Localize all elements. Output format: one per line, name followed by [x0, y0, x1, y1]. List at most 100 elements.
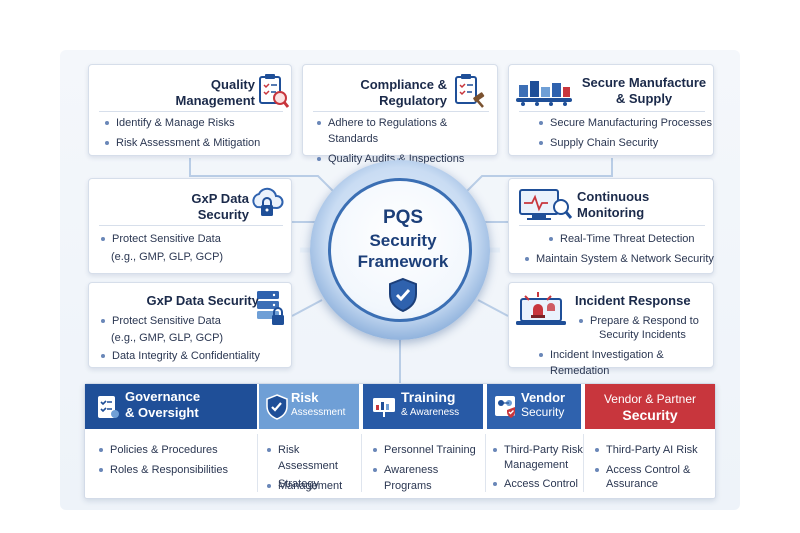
bullet-list: Risk Assessment Management	[267, 442, 359, 494]
pillar-vendor-security: Vendor Security Third-Party Risk Managem…	[487, 384, 583, 500]
divider	[519, 225, 705, 226]
title-line-1: Training	[401, 389, 456, 405]
detail-text: (e.g., GMP, GLP, GCP)	[111, 251, 224, 263]
hub-title-line-3: Framework	[357, 252, 449, 271]
pillar-title: Governance & Oversight	[125, 389, 200, 421]
title-line-2: Security	[622, 406, 678, 423]
divider	[99, 225, 283, 226]
list-item-text: Access Control &	[606, 464, 691, 476]
list-item-text: Third-Party Risk	[504, 444, 583, 456]
divider	[519, 111, 705, 112]
pillar-title: Vendor & Partner Security	[604, 391, 696, 423]
pillar-header: Risk Assessment	[259, 384, 359, 429]
divider	[99, 111, 283, 112]
card-continuous-monitoring: Continuous Monitoring Real-Time Threat D…	[508, 178, 714, 274]
bullet-list: Secure Manufacturing Processes Supply Ch…	[539, 115, 715, 155]
pillar-header: Vendor Security	[487, 384, 581, 429]
column-divider	[361, 434, 362, 492]
list-item: Protect Sensitive Data	[101, 313, 291, 329]
hub-inner-circle: PQS Security Framework	[328, 178, 472, 322]
list-item: Identify & Manage Risks	[105, 115, 289, 131]
bullet-list: Protect Sensitive Data	[101, 313, 291, 333]
list-item: Third-Party Risk	[493, 442, 583, 458]
card-title: Quality Management	[145, 77, 255, 109]
title-line-1: Compliance &	[360, 77, 447, 92]
title-line-2: Security	[521, 405, 565, 419]
pillar-risk-assessment: Risk Assessment Risk Assessment Manageme…	[259, 384, 359, 500]
card-title: GxP Data Security	[146, 293, 259, 308]
card-title: Compliance & Regulatory	[343, 77, 447, 109]
list-item: Incident Investigation & Remedation	[539, 347, 715, 379]
card-secure-manufacture: Secure Manufacture & Supply Secure Manuf…	[508, 64, 714, 156]
list-item: Risk Assessment & Mitigation	[105, 135, 289, 151]
bullet-list: Third-Party AI Risk Access Control &	[595, 442, 715, 478]
detail-text: Security Incidents	[599, 329, 686, 341]
list-item: Secure Manufacturing Processes	[539, 115, 715, 131]
title-line-1: Vendor & Partner	[603, 391, 697, 406]
bullet-list: Prepare & Respond to	[579, 313, 715, 333]
list-item: Protect Sensitive Data	[101, 231, 285, 247]
title-line-2: & Awareness	[401, 407, 460, 418]
card-title: GxP Data Security	[149, 191, 249, 223]
server-lock-icon	[257, 291, 284, 325]
title-line-2: Regulatory	[379, 93, 447, 108]
detail-text: (e.g., GMP, GLP, GCP)	[111, 332, 224, 344]
pqs-security-framework-hub: PQS Security Framework	[310, 160, 490, 340]
pillar-training-awareness: Training & Awareness Personnel Training …	[363, 384, 483, 500]
list-item: Data Integrity & Confidentiality	[101, 348, 291, 364]
list-item-text: Management	[278, 480, 343, 492]
title-line-1: Governance	[125, 389, 201, 404]
list-item: Adhere to Regulations & Standards	[317, 115, 497, 147]
card-gxp-data-security-1: GxP Data Security Protect Sensitive Data…	[88, 178, 292, 274]
list-item: Policies & Procedures	[99, 442, 255, 458]
list-item: Supply Chain Security	[539, 135, 715, 151]
list-item: Awareness Programs	[373, 462, 483, 494]
bullet-list: Real-Time Threat Detection Maintain Syst…	[525, 231, 715, 271]
pillar-title: Risk Assessment	[291, 390, 345, 420]
card-title: Secure Manufacture & Supply	[579, 75, 709, 107]
list-item: Maintain System & Network Security	[525, 251, 715, 267]
list-item: Prepare & Respond to	[579, 313, 715, 329]
shield-check-icon	[266, 394, 288, 420]
bullet-list: Personnel Training Awareness Programs	[373, 442, 483, 498]
card-gxp-data-security-2: GxP Data Security Protect Sensitive Data…	[88, 282, 292, 368]
detail-text: Management	[504, 459, 569, 471]
card-title: Incident Response	[575, 293, 691, 308]
clipboard-magnifier-icon	[259, 74, 289, 108]
bullet-list: Third-Party Risk	[493, 442, 583, 458]
divider	[313, 111, 489, 112]
card-incident-response: Incident Response Prepare & Respond to S…	[508, 282, 715, 377]
title-line-2: & Supply	[615, 91, 673, 106]
detail-text: Strategy	[278, 478, 319, 490]
title-line-1: Quality	[210, 77, 255, 92]
checklist-icon	[98, 396, 119, 418]
card-quality-management: Quality Management Identify & Manage Ris…	[88, 64, 292, 156]
pillar-vendor-partner-security: Vendor & Partner Security Third-Party AI…	[585, 384, 715, 500]
pillar-governance: Governance & Oversight Policies & Proced…	[85, 384, 257, 500]
laptop-alarm-icon	[516, 292, 566, 325]
bullet-list: Incident Investigation & Remedation	[539, 347, 715, 383]
pillar-header: Vendor & Partner Security	[585, 384, 715, 429]
card-title: Continuous Monitoring	[577, 189, 677, 221]
title-line-1: Vendor	[521, 390, 566, 405]
bullet-list: Policies & Procedures Roles & Responsibi…	[99, 442, 255, 482]
bullet-list: Adhere to Regulations & Standards Qualit…	[317, 115, 497, 171]
title-line-2: Monitoring	[577, 205, 645, 220]
pillars-band: Governance & Oversight Policies & Proced…	[84, 383, 716, 499]
list-item: Third-Party AI Risk	[595, 442, 715, 458]
title-line-2: Assessment	[291, 407, 346, 418]
pillar-header: Training & Awareness	[363, 384, 483, 429]
card-compliance-regulatory: Compliance & Regulatory Adhere to Regula…	[302, 64, 498, 165]
title-line-2: Security	[197, 207, 249, 222]
detail-text: Assurance	[606, 478, 658, 490]
title-line-2: & Oversight	[125, 405, 199, 420]
hub-title-line-2: Security	[369, 231, 437, 250]
hub-title-line-1: PQS	[382, 207, 424, 228]
factory-conveyor-icon	[516, 81, 572, 106]
shield-check-icon	[389, 277, 417, 313]
title-line-1: GxP Data	[191, 191, 249, 206]
title-line-1: Secure Manufacture	[581, 75, 707, 90]
column-divider	[583, 434, 584, 492]
pillar-title: Training & Awareness	[401, 390, 459, 420]
vendor-network-icon	[495, 396, 515, 418]
